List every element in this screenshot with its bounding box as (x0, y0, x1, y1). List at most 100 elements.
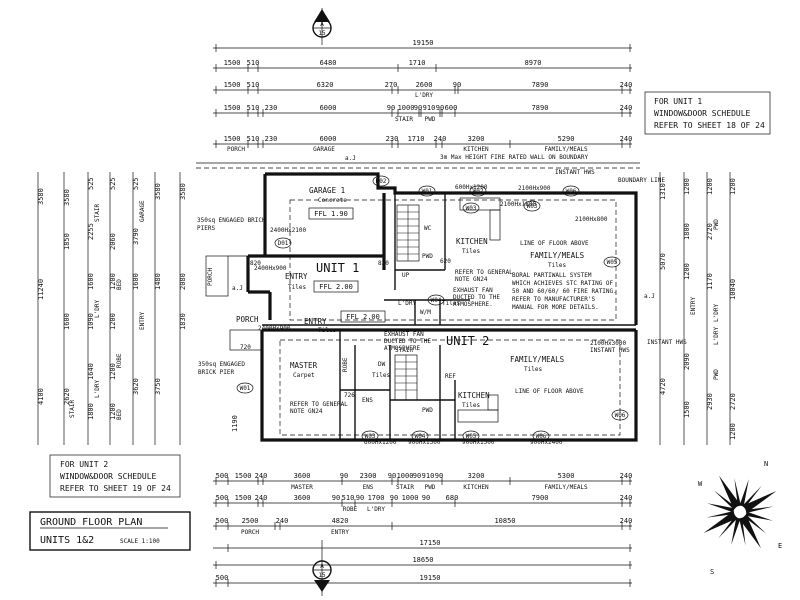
note-line: DUCTED TO THE (384, 338, 431, 345)
dim-right-room: L'DRY (713, 304, 720, 322)
note-line: LINE OF FLOOR ABOVE (520, 240, 589, 247)
dim-top: 230 (265, 104, 278, 112)
dim-top-room: PWD (425, 116, 436, 123)
dim-top: 230 (386, 135, 399, 143)
dim-bottom: 7900 (532, 494, 549, 502)
dim-top: 3200 (468, 135, 485, 143)
unit1-kitchen-name: KITCHEN (456, 237, 488, 246)
dim-bottom: 240 (620, 472, 633, 480)
dim-top: 6480 (320, 59, 337, 67)
dim-right-room: ENTRY (690, 297, 697, 315)
dim-bottom: 1000 (402, 494, 419, 502)
unit1-entry-name: ENTRY (285, 272, 308, 281)
compass-n-label: N (764, 460, 768, 468)
note-line: BORAL PARTIWALL SYSTEM (512, 272, 592, 279)
unit2-kitchen-name: KITCHEN (458, 391, 490, 400)
dim-left-room: BED (116, 279, 123, 290)
room-labels: GARAGE 1 Concrete FFL 1.90 UNIT 1 ENTRY … (207, 186, 585, 414)
plan-title: GROUND FLOOR PLAN (40, 517, 142, 528)
schedule-line: REFER TO SHEET 18 OF 24 (654, 121, 765, 130)
dim-bottom-room: STAIR (396, 484, 414, 491)
schedule-line: WINDOW&DOOR SCHEDULE (60, 472, 157, 481)
dim-top: 910 (423, 104, 436, 112)
unit1-entry-ffl: FFL 2.00 (319, 283, 353, 291)
note-line: DUCTED TO THE (453, 294, 500, 301)
dim-left: 1190 (231, 415, 239, 432)
window-size: 2400Hx900 (258, 325, 291, 332)
dim-bottom: 90 (413, 472, 421, 480)
instant-hws-note: INSTANT HWS (555, 169, 595, 176)
dim-left: 2060 (109, 233, 117, 250)
dim-bottom: 4820 (332, 517, 349, 525)
dim-bottom-room: ROBE (343, 506, 358, 513)
note-line: INSTANT HWS (590, 347, 630, 354)
note-line: INSTANT HWS (647, 339, 687, 346)
dim-bottom: 1500 (235, 472, 252, 480)
unit1-label: UNIT 1 (316, 261, 359, 275)
dim-bottom: 510 (342, 494, 355, 502)
window-schedule-unit1: FOR UNIT 1 WINDOW&DOOR SCHEDULE REFER TO… (644, 91, 771, 135)
window-size: 600Hx1200 (364, 439, 397, 446)
dim-left: 3620 (132, 378, 140, 395)
wc-label: WC (424, 225, 432, 232)
up-label: UP (402, 272, 410, 279)
section-letter-top: A (320, 21, 324, 28)
notes: REFER TO GENERAL NOTE GN24 EXHAUST FAN D… (197, 155, 687, 415)
dim-left-room: STAIR (94, 204, 101, 222)
dim-left: 525 (109, 177, 117, 190)
window-size: 2400Hx900 (254, 265, 287, 272)
window-tag: W03 (466, 205, 477, 212)
note-line: BRICK PIER (198, 369, 235, 376)
note-line: PIERS (197, 225, 215, 232)
dim-right: 1200 (706, 178, 714, 195)
dim-top-room: PORCH (227, 146, 245, 153)
window-size: 2100Hx900 (518, 185, 551, 192)
note-line: NOTE GN24 (455, 276, 488, 283)
note-line: WHICH ACHIEVES STC RATING OF (512, 280, 614, 287)
boundary-note: BOUNDARY LINE (618, 177, 665, 184)
top-dimensions: 19150 1500 510 6480 1710 8970 1500 510 6… (213, 39, 632, 153)
window-tag: W06 (536, 433, 547, 440)
dim-left: 2080 (179, 273, 187, 290)
dim-left: 3580 (63, 189, 71, 206)
dim-left-room: ROBE (116, 353, 123, 368)
dim-bottom-room: ENS (363, 484, 374, 491)
dim-right: 1200 (729, 178, 737, 195)
compass-w-label: W (698, 480, 703, 488)
code-label: 720 (240, 344, 251, 351)
dim-left: 3750 (154, 378, 162, 395)
dim-top: 8970 (525, 59, 542, 67)
compass-rose (703, 475, 777, 549)
dim-right: 2930 (706, 393, 714, 410)
dim-top: 510 (247, 81, 260, 89)
ens-label: ENS (362, 397, 373, 404)
dim-bottom: 240 (276, 517, 289, 525)
window-tag: W03 (365, 433, 376, 440)
stair-label: STAIR (395, 347, 413, 354)
dim-top: 1500 (224, 59, 241, 67)
unit2-kitchen-finish: Tiles (462, 402, 480, 409)
window-tag: W06 (615, 412, 626, 419)
dim-left-room: L'DRY (94, 300, 101, 318)
unit1-kitchen-finish: Tiles (462, 248, 480, 255)
dim-right: 1170 (706, 273, 714, 290)
window-tag: W04 (415, 433, 426, 440)
dim-left: 1800 (87, 403, 95, 420)
dim-top: 1500 (224, 104, 241, 112)
dim-top: 5290 (558, 135, 575, 143)
dim-top: 1710 (409, 59, 426, 67)
dim-left-room: STAIR (69, 400, 76, 418)
dim-right: 2090 (683, 353, 691, 370)
section-marker-top: A 15 (312, 8, 332, 45)
dim-top-room: GARAGE (313, 146, 335, 153)
dim-top: 270 (385, 81, 398, 89)
dim-bottom: 1500 (235, 494, 252, 502)
window-size: 900Hx2400 (530, 439, 563, 446)
dim-left: 1640 (87, 363, 95, 380)
dim-bottom-room: PWD (425, 484, 436, 491)
dim-right: 1200 (683, 178, 691, 195)
ref-label: REF (445, 373, 456, 380)
window-tag: W02 (473, 188, 484, 195)
tiles-label: Tiles (372, 372, 390, 379)
unit1-family-name: FAMILY/MEALS (530, 251, 585, 260)
